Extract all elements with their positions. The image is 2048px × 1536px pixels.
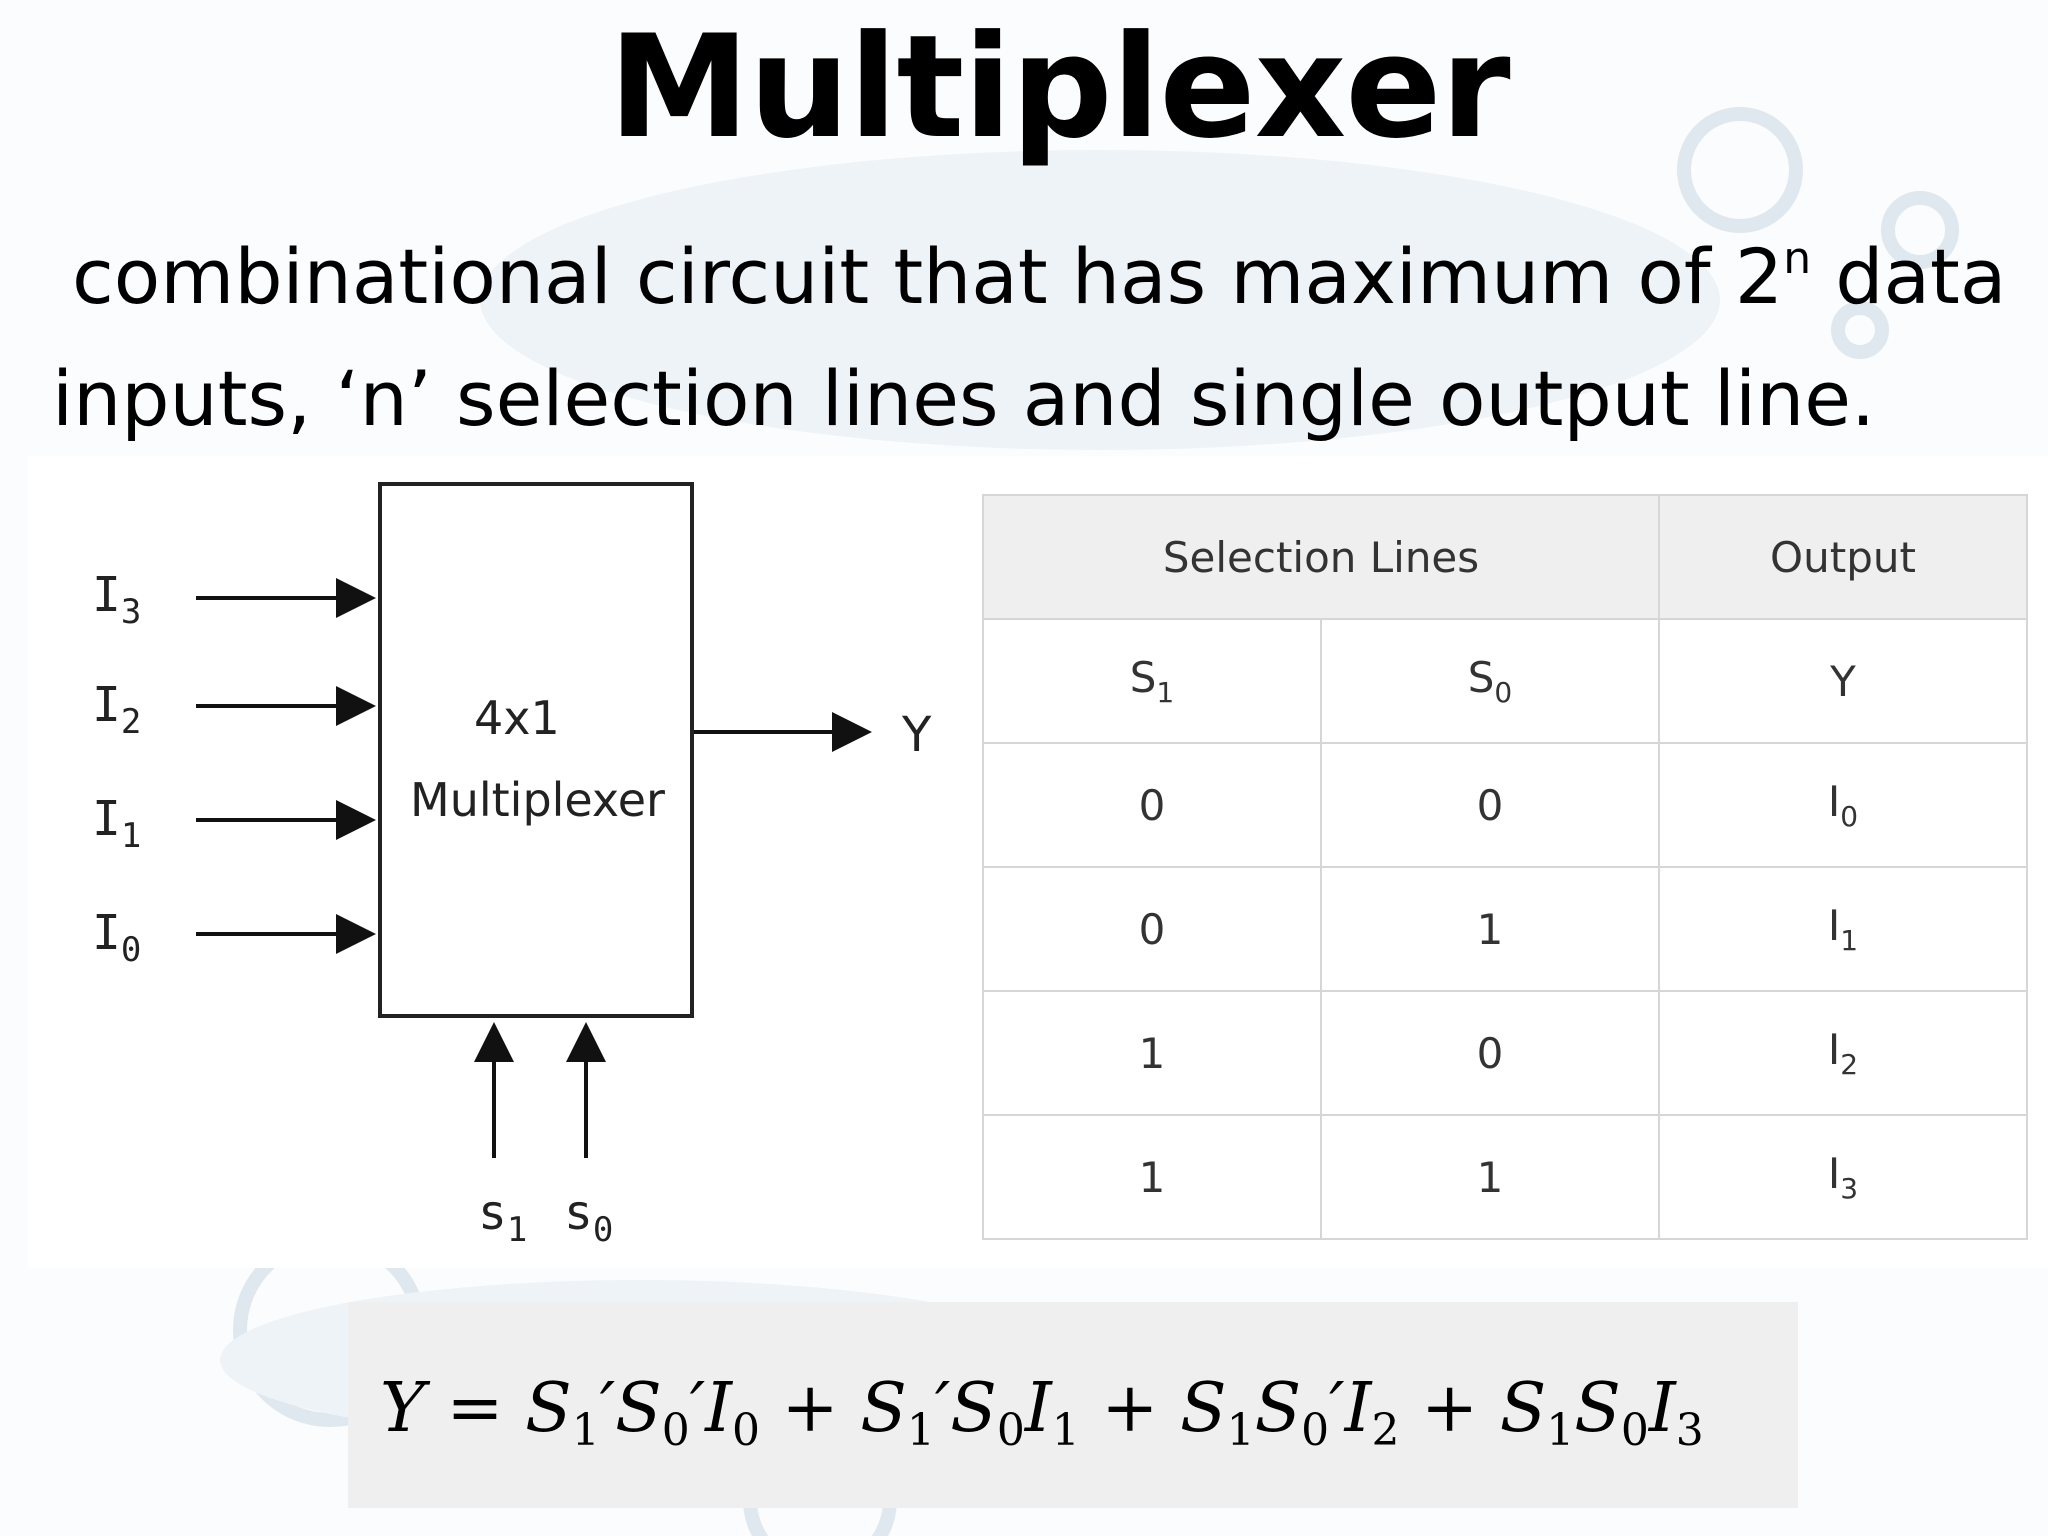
- cell-s0: 1: [1320, 866, 1660, 992]
- cell-s1: 1: [982, 990, 1322, 1116]
- output-equation: Y = S1′S0′I0 + S1′S0I1 + S1S0′I2 + S1S0I…: [380, 1364, 1704, 1476]
- description-line-2: inputs, ‘n’ selection lines and single o…: [52, 354, 1876, 443]
- mux-box: [378, 482, 694, 1018]
- slide-description: combinational circuit that has maximum o…: [52, 222, 2032, 454]
- plus-sign: +: [760, 1369, 861, 1448]
- input-label-i0: I0: [92, 905, 142, 970]
- table-row: 0 1 I1: [982, 866, 2028, 992]
- exponent-n: n: [1783, 233, 1812, 284]
- plus-sign: +: [1079, 1369, 1180, 1448]
- mux-size-label: 4x1: [474, 691, 560, 745]
- description-line-1: combinational circuit that has maximum o…: [72, 232, 2007, 321]
- output-label-y: Y: [902, 707, 932, 763]
- col-y: Y: [1658, 618, 2028, 744]
- plus-sign: +: [1399, 1369, 1500, 1448]
- cell-y: I0: [1658, 742, 2028, 868]
- truth-table: Selection Lines Output S1 S0 Y 0 0 I0 0 …: [982, 494, 2028, 1240]
- cell-s1: 0: [982, 742, 1322, 868]
- table-row: 1 1 I3: [982, 1114, 2028, 1240]
- cell-s0: 1: [1320, 1114, 1660, 1240]
- diagram-lines: [196, 482, 872, 1158]
- input-label-i3: I3: [92, 567, 142, 632]
- input-label-i2: I2: [92, 677, 142, 742]
- mux-block-diagram: I3 I2 I1 I0 4x1 Multiplexer Y s1 s0: [60, 470, 960, 1250]
- cell-s1: 1: [982, 1114, 1322, 1240]
- equation-term-4: S1S0I3: [1499, 1369, 1704, 1456]
- equation-term-3: S1S0′I2: [1179, 1369, 1400, 1456]
- cell-y: I3: [1658, 1114, 2028, 1240]
- table-row: 1 0 I2: [982, 990, 2028, 1116]
- header-output: Output: [1658, 494, 2028, 620]
- col-s0: S0: [1320, 618, 1660, 744]
- header-selection-lines: Selection Lines: [982, 494, 1660, 620]
- cell-y: I2: [1658, 990, 2028, 1116]
- table-row: 0 0 I0: [982, 742, 2028, 868]
- equation-term-1: S1′S0′I0: [525, 1369, 761, 1456]
- slide-title: Multiplexer: [608, 5, 1510, 170]
- cell-s0: 0: [1320, 742, 1660, 868]
- mux-name-label: Multiplexer: [410, 773, 665, 827]
- equals-sign: =: [424, 1369, 526, 1448]
- cell-s0: 0: [1320, 990, 1660, 1116]
- equation-term-2: S1′S0I1: [860, 1369, 1080, 1456]
- cell-y: I1: [1658, 866, 2028, 992]
- select-label-s1: s1: [478, 1185, 528, 1250]
- cell-s1: 0: [982, 866, 1322, 992]
- col-s1: S1: [982, 618, 1322, 744]
- input-label-i1: I1: [92, 791, 142, 856]
- equation-lhs: Y: [380, 1369, 425, 1448]
- equation-panel: Y = S1′S0′I0 + S1′S0I1 + S1S0′I2 + S1S0I…: [348, 1302, 1798, 1508]
- table-header-row: Selection Lines Output: [982, 494, 2028, 620]
- table-subheader-row: S1 S0 Y: [982, 618, 2028, 744]
- select-label-s0: s0: [564, 1185, 614, 1250]
